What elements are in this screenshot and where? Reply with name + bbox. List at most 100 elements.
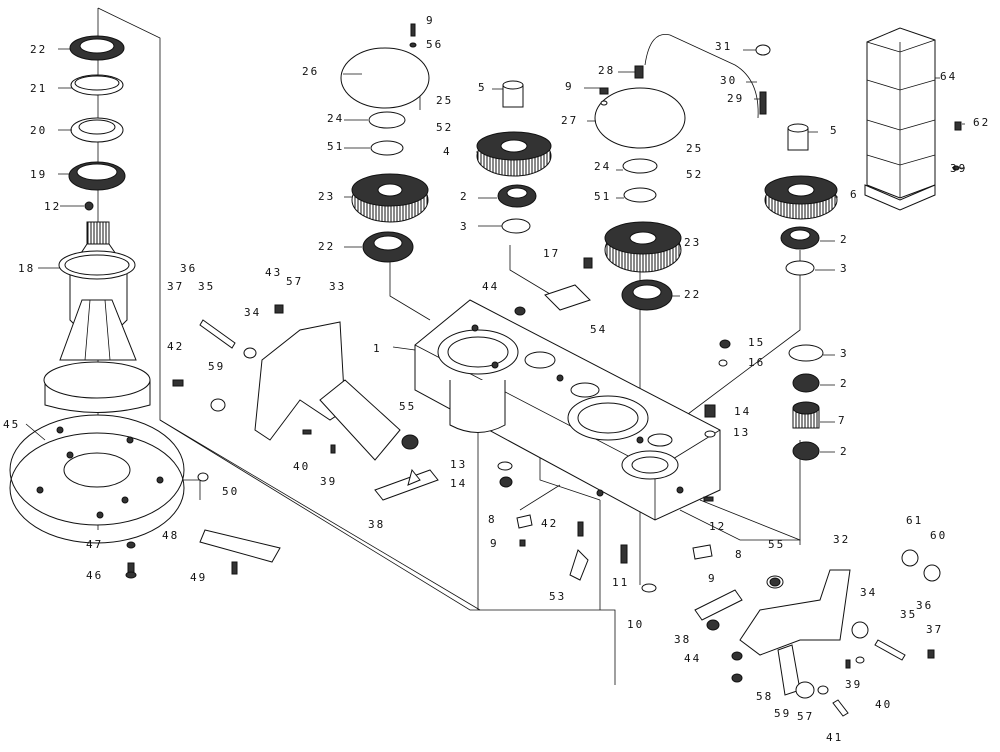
callout-34: 34 xyxy=(860,586,877,599)
callout-2: 2 xyxy=(840,233,849,246)
callout-53: 53 xyxy=(549,590,566,603)
callout-22: 22 xyxy=(684,288,701,301)
callout-56: 56 xyxy=(426,38,443,51)
left-bracket xyxy=(172,304,439,501)
callout-9: 9 xyxy=(708,572,717,585)
callout-58: 58 xyxy=(756,690,773,703)
callout-28: 28 xyxy=(598,64,615,77)
callout-55: 55 xyxy=(399,400,416,413)
right-bracket xyxy=(694,549,941,717)
callout-17: 17 xyxy=(543,247,560,260)
callout-3: 3 xyxy=(840,262,849,275)
callout-7: 7 xyxy=(838,414,847,427)
callout-62: 62 xyxy=(973,116,990,129)
callout-3: 3 xyxy=(460,220,469,233)
callout-40: 40 xyxy=(293,460,310,473)
callout-60: 60 xyxy=(930,529,947,542)
callout-41: 41 xyxy=(826,731,843,744)
callout-36: 36 xyxy=(916,599,933,612)
small-hardware xyxy=(197,44,962,683)
callout-54: 54 xyxy=(590,323,607,336)
callout-labels: 1 2 2 2 2 3 3 3 4 5 5 6 7 8 8 9 9 9 9 10… xyxy=(3,14,990,744)
callout-51: 51 xyxy=(594,190,611,203)
callout-23: 23 xyxy=(318,190,335,203)
cover-box xyxy=(864,27,936,211)
gear-stack-middle xyxy=(476,80,552,234)
callout-4: 4 xyxy=(443,145,452,158)
callout-leaders xyxy=(25,48,965,453)
callout-11: 11 xyxy=(612,576,629,589)
callout-39: 39 xyxy=(845,678,862,691)
gear-stack-right xyxy=(604,158,682,311)
callout-46: 46 xyxy=(86,569,103,582)
callout-12: 12 xyxy=(709,520,726,533)
callout-8: 8 xyxy=(735,548,744,561)
callout-23: 23 xyxy=(684,236,701,249)
callout-51: 51 xyxy=(327,140,344,153)
callout-59: 59 xyxy=(774,707,791,720)
callout-2: 2 xyxy=(460,190,469,203)
callout-20: 20 xyxy=(30,124,47,137)
callout-40: 40 xyxy=(875,698,892,711)
callout-61: 61 xyxy=(906,514,923,527)
callout-44: 44 xyxy=(684,652,701,665)
callout-57: 57 xyxy=(286,275,303,288)
callout-49: 49 xyxy=(190,571,207,584)
callout-10: 10 xyxy=(627,618,644,631)
callout-9: 9 xyxy=(426,14,435,27)
callout-52: 52 xyxy=(436,121,453,134)
callout-5: 5 xyxy=(478,81,487,94)
callout-14: 14 xyxy=(450,477,467,490)
callout-47: 47 xyxy=(86,538,103,551)
callout-37: 37 xyxy=(926,623,943,636)
callout-5: 5 xyxy=(830,124,839,137)
callout-35: 35 xyxy=(198,280,215,293)
callout-31: 31 xyxy=(715,40,732,53)
callout-64: 64 xyxy=(940,70,957,83)
callout-2: 2 xyxy=(840,445,849,458)
callout-48: 48 xyxy=(162,529,179,542)
callout-34: 34 xyxy=(244,306,261,319)
callout-39: 39 xyxy=(320,475,337,488)
callout-44: 44 xyxy=(482,280,499,293)
callout-3: 3 xyxy=(840,347,849,360)
callout-25: 25 xyxy=(436,94,453,107)
callout-13: 13 xyxy=(450,458,467,471)
assembly-lines xyxy=(97,7,801,685)
callout-2: 2 xyxy=(840,377,849,390)
callout-42: 42 xyxy=(167,340,184,353)
callout-25: 25 xyxy=(686,142,703,155)
callout-21: 21 xyxy=(30,82,47,95)
callout-55: 55 xyxy=(768,538,785,551)
callout-36: 36 xyxy=(180,262,197,275)
callout-12: 12 xyxy=(44,200,61,213)
callout-50: 50 xyxy=(222,485,239,498)
callout-42: 42 xyxy=(541,517,558,530)
callout-39: 39 xyxy=(950,162,967,175)
callout-22: 22 xyxy=(30,43,47,56)
callout-6: 6 xyxy=(850,188,859,201)
callout-9: 9 xyxy=(490,537,499,550)
callout-26: 26 xyxy=(302,65,319,78)
callout-8: 8 xyxy=(488,513,497,526)
callout-52: 52 xyxy=(686,168,703,181)
callout-43: 43 xyxy=(265,266,282,279)
callout-32: 32 xyxy=(833,533,850,546)
callout-18: 18 xyxy=(18,262,35,275)
left-shaft-stack xyxy=(9,35,185,579)
callout-45: 45 xyxy=(3,418,20,431)
callout-14: 14 xyxy=(734,405,751,418)
callout-33: 33 xyxy=(329,280,346,293)
cover-plates xyxy=(340,23,759,149)
callout-29: 29 xyxy=(727,92,744,105)
callout-37: 37 xyxy=(167,280,184,293)
callout-19: 19 xyxy=(30,168,47,181)
callout-24: 24 xyxy=(594,160,611,173)
callout-16: 16 xyxy=(748,356,765,369)
callout-57: 57 xyxy=(797,710,814,723)
callout-35: 35 xyxy=(900,608,917,621)
callout-9: 9 xyxy=(565,80,574,93)
callout-38: 38 xyxy=(674,633,691,646)
